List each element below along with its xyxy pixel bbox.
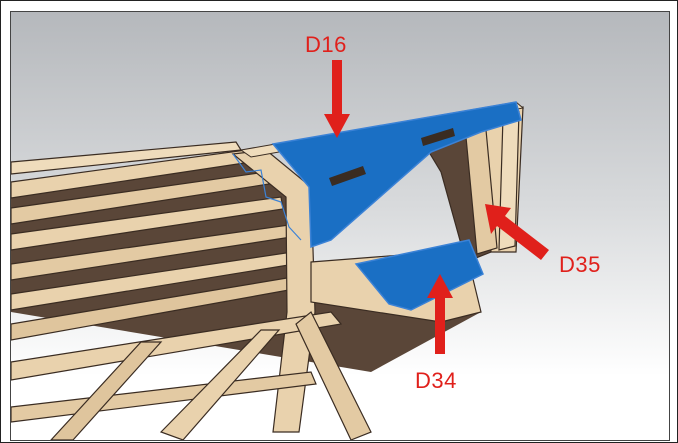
callout-label-d16: D16 — [305, 32, 347, 57]
selection-edge-outline — [232, 153, 302, 241]
arrow-d35 — [485, 204, 549, 260]
fuselage-former — [231, 149, 316, 433]
arrow-d34-head — [427, 274, 453, 298]
arrow-d16-shaft — [332, 60, 342, 118]
lower-truss — [11, 311, 372, 440]
arrow-d16-head — [324, 114, 350, 138]
callout-label-d35: D35 — [559, 252, 601, 277]
d16-cutout-1 — [329, 166, 366, 186]
callout-label-d34: D34 — [415, 368, 457, 393]
selected-face-d16[interactable] — [271, 101, 522, 249]
callout-arrows — [324, 60, 549, 354]
arrow-d34-shaft — [435, 294, 445, 354]
cad-model-scene — [11, 60, 549, 440]
d16-cutout-2 — [421, 128, 455, 146]
cad-viewport[interactable]: D16 D35 D34 — [10, 11, 670, 441]
